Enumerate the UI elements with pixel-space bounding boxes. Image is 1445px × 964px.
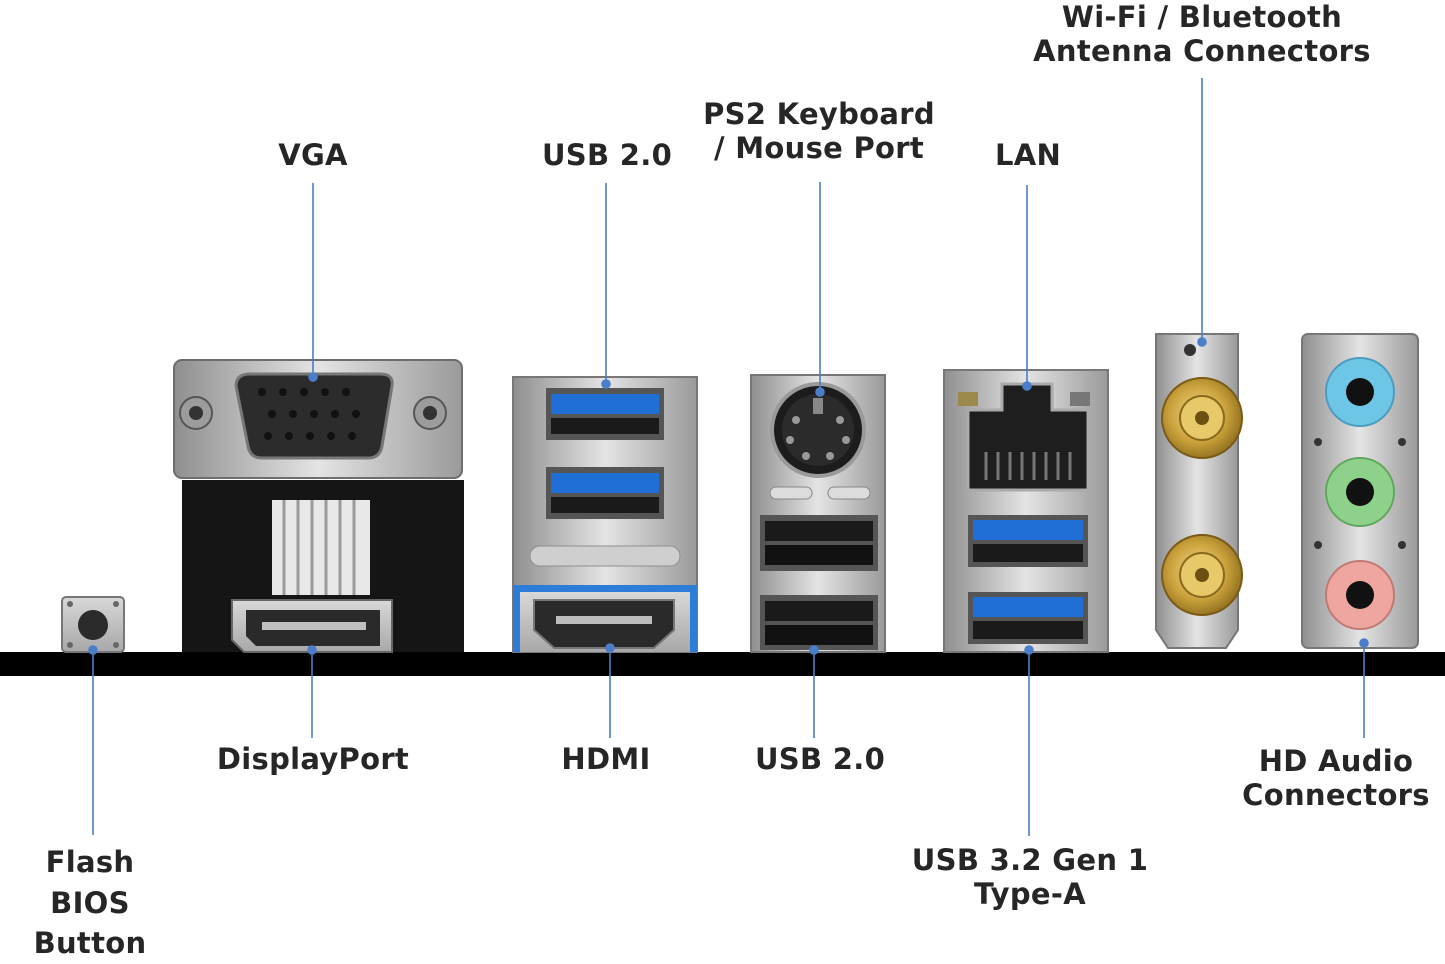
flash-bios-button-icon — [61, 596, 125, 653]
audio-jack-icon — [1301, 333, 1419, 649]
label-usb32: USB 3.2 Gen 1 Type-A — [911, 843, 1149, 912]
leader-lines — [88, 78, 1369, 836]
label-displayport: DisplayPort — [216, 742, 410, 776]
label-flash-bios: Flash BIOS Button — [33, 845, 147, 961]
vga-port-icon — [173, 359, 464, 652]
usb3-port-icon — [968, 515, 1088, 644]
label-usb20-bottom: USB 2.0 — [754, 742, 886, 776]
label-ps2: PS2 Keyboard / Mouse Port — [703, 97, 935, 166]
label-vga: VGA — [278, 138, 348, 172]
label-usb20-top: USB 2.0 — [541, 138, 673, 172]
label-lan: LAN — [994, 138, 1062, 172]
usb2-port-icon — [760, 515, 878, 650]
label-hd-audio: HD Audio Connectors — [1242, 744, 1430, 813]
displayport-port-icon — [231, 599, 393, 653]
label-wifi-bluetooth: Wi-Fi / Bluetooth Antenna Connectors — [1033, 0, 1371, 69]
board-strip — [0, 652, 1445, 676]
label-hdmi: HDMI — [561, 742, 651, 776]
hdmi-port-icon — [513, 585, 697, 652]
antenna-connector-icon — [1155, 333, 1243, 649]
